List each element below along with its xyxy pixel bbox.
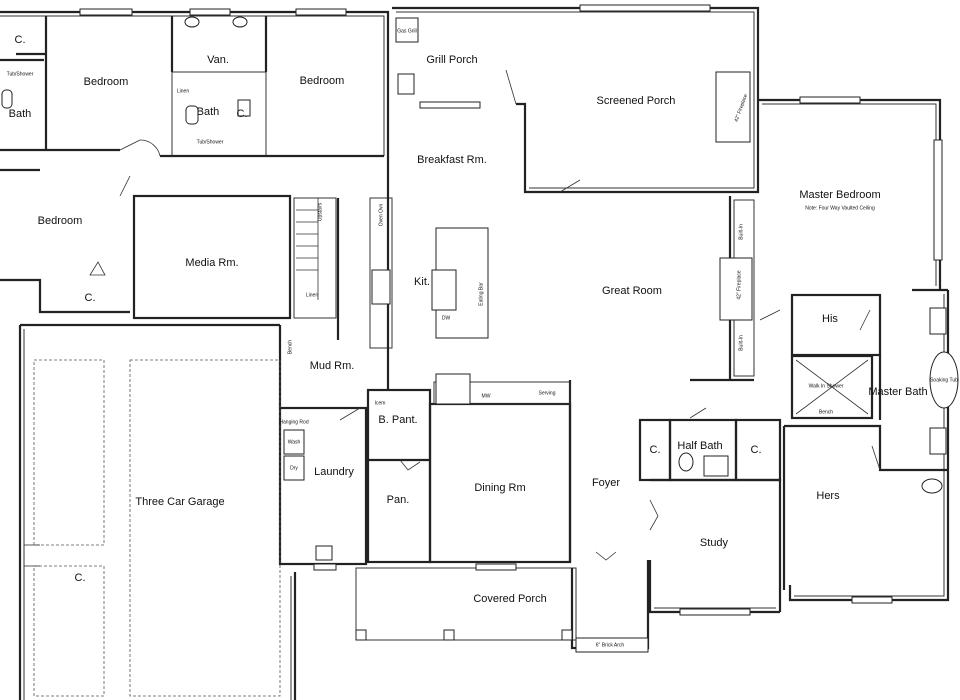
- kitchen-label: Kit.: [414, 276, 430, 288]
- built-in-upper-label: Built-In: [738, 224, 744, 240]
- bath-left-label: Bath: [9, 108, 32, 120]
- fireplace-great-label: 42" Fireplace: [736, 270, 742, 300]
- windows: [79, 4, 943, 616]
- great-room-label: Great Room: [602, 285, 662, 297]
- study-label: Study: [700, 537, 729, 549]
- hers-label: Hers: [816, 490, 840, 502]
- closet-media-label: C.: [85, 292, 96, 304]
- garage-label: Three Car Garage: [135, 496, 224, 508]
- closet-garage-label: C.: [75, 572, 86, 584]
- bench-master-label: Bench: [819, 409, 833, 415]
- closet-center-label: C.: [237, 108, 248, 120]
- linen-stair-label: Linen: [306, 292, 318, 298]
- dining-room-label: Dining Rm: [474, 482, 525, 494]
- closet-half-label: C.: [751, 444, 762, 456]
- upstairs-label: Upstairs: [317, 202, 323, 221]
- grill-porch-label: Grill Porch: [426, 54, 477, 66]
- bedroom-2-label: Bedroom: [300, 75, 345, 87]
- dw-label: DW: [442, 315, 451, 321]
- his-label: His: [822, 313, 838, 325]
- linen-upper-label: Linen: [177, 88, 189, 94]
- foyer-label: Foyer: [592, 477, 620, 489]
- built-in-lower-label: Built-In: [738, 335, 744, 351]
- vaulted-note-label: Note: Four Way Vaulted Ceiling: [805, 205, 875, 211]
- door-swings: [89, 69, 881, 561]
- covered-porch-label: Covered Porch: [473, 593, 546, 605]
- interior-walls: [0, 16, 948, 697]
- bench-mud-label: Bench: [287, 340, 293, 354]
- fixtures: [1, 16, 959, 653]
- hanging-rod-label: Hanging Rod: [279, 419, 308, 425]
- oven-label: Oven Ovn: [378, 204, 384, 227]
- butler-pantry-label: B. Pant.: [378, 414, 417, 426]
- mw-label: MW: [482, 393, 491, 399]
- dry-label: Dry: [290, 465, 298, 471]
- mud-room-label: Mud Rm.: [310, 360, 355, 372]
- soaking-tub-label: Soaking Tub: [930, 377, 958, 383]
- screened-porch-label: Screened Porch: [597, 95, 676, 107]
- laundry-label: Laundry: [314, 466, 354, 478]
- closet-tl-label: C.: [15, 34, 26, 46]
- tub-shower-left-label: Tub/Shower: [7, 71, 34, 77]
- closet-foyer-label: C.: [650, 444, 661, 456]
- breakfast-room-label: Breakfast Rm.: [417, 154, 487, 166]
- room-labels: C. Tub/Shower Bath Bedroom Van. Linen Ba…: [7, 28, 959, 648]
- serving-label: Serving: [539, 390, 556, 396]
- brick-arch-label: 6" Brick Arch: [596, 642, 625, 648]
- master-bedroom-label: Master Bedroom: [799, 189, 880, 201]
- media-room-label: Media Rm.: [185, 257, 238, 269]
- bath-center-label: Bath: [197, 106, 220, 118]
- eating-bar-label: Eating Bar: [478, 282, 484, 306]
- pantry-label: Pan.: [387, 494, 410, 506]
- vanity-label: Van.: [207, 54, 229, 66]
- wash-label: Wash: [288, 439, 301, 445]
- gas-grill-label: Gas Grill: [397, 28, 416, 34]
- walk-in-shower-label: Walk In Shower: [809, 383, 844, 389]
- tub-shower-center-label: Tub/Shower: [197, 139, 224, 145]
- icemaker-label: Icem: [375, 400, 386, 406]
- master-bath-label: Master Bath: [868, 386, 927, 398]
- bedroom-3-label: Bedroom: [38, 215, 83, 227]
- bedroom-1-label: Bedroom: [84, 76, 129, 88]
- half-bath-label: Half Bath: [677, 440, 722, 452]
